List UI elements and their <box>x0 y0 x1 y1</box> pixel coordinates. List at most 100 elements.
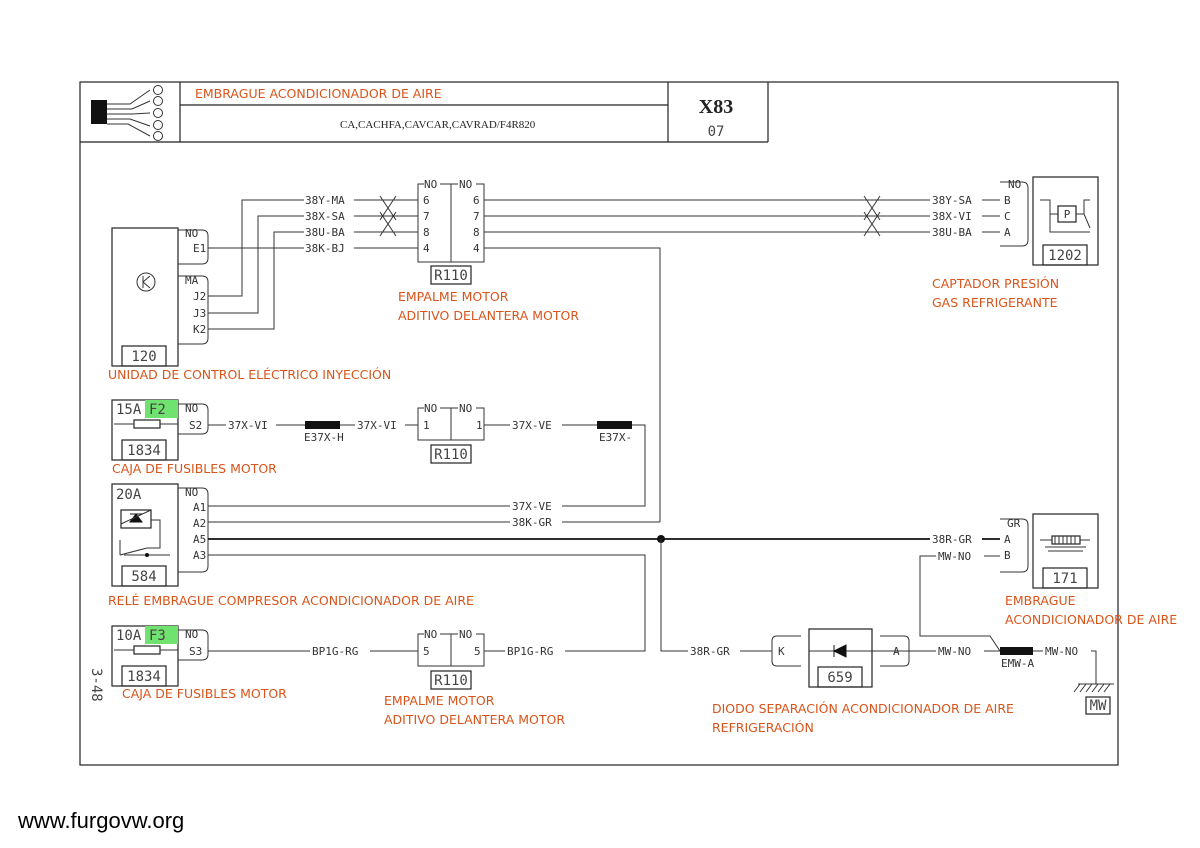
svg-text:NO: NO <box>424 402 437 415</box>
svg-text:B: B <box>1004 549 1011 562</box>
wire-38y-ma: 38Y-MA <box>305 194 345 207</box>
svg-text:GR: GR <box>1007 517 1021 530</box>
header-code: X83 <box>699 96 733 118</box>
fuse-f2-caption: CAJA DE FUSIBLES MOTOR <box>112 461 277 476</box>
splice-bot-caption2: ADITIVO DELANTERA MOTOR <box>384 712 565 727</box>
svg-text:10A: 10A <box>116 628 142 644</box>
wire-38k-bj: 38K-BJ <box>305 242 345 255</box>
wire-mw-no-c: MW-NO <box>1045 645 1078 658</box>
wires-ground <box>872 555 1114 715</box>
svg-text:NO: NO <box>185 402 198 415</box>
wire-38k-gr: 38K-GR <box>512 516 552 529</box>
wire-37x-vi-b: 37X-VI <box>357 419 397 432</box>
svg-text:A: A <box>1004 533 1011 546</box>
fuse-icon <box>133 419 161 429</box>
svg-text:C: C <box>1004 210 1011 223</box>
svg-text:7: 7 <box>423 210 430 223</box>
diode-caption1: DIODO SEPARACIÓN ACONDICIONADOR DE AIRE <box>712 701 1014 716</box>
svg-text:8: 8 <box>423 226 430 239</box>
fuse-box-f3: 10A F3 1834 NO S3 <box>111 625 209 687</box>
svg-text:1: 1 <box>423 419 430 432</box>
svg-text:1834: 1834 <box>127 669 161 685</box>
svg-text:F2: F2 <box>149 402 166 418</box>
clutch-caption1: EMBRAGUE <box>1005 593 1076 608</box>
svg-text:1834: 1834 <box>127 443 161 459</box>
wire-38x-sa: 38X-SA <box>305 210 345 223</box>
svg-text:5: 5 <box>474 645 481 658</box>
sensor-1202: 1202 NO B C A P <box>1000 176 1099 266</box>
splice-bot-caption1: EMPALME MOTOR <box>384 693 495 708</box>
svg-text:NO: NO <box>459 402 472 415</box>
svg-text:NO: NO <box>424 178 437 191</box>
wire-37x-ve-2: 37X-VE <box>512 500 552 513</box>
watermark: www.furgovw.org <box>17 808 184 833</box>
ecu-num: 120 <box>131 349 156 365</box>
svg-text:NO: NO <box>1008 178 1021 191</box>
wire-37x-ve: 37X-VE <box>512 419 552 432</box>
svg-text:K: K <box>778 645 785 658</box>
svg-text:F3: F3 <box>149 628 166 644</box>
wire-bp1g-rg-a: BP1G-RG <box>312 645 358 658</box>
connector-emw-a: EMW-A <box>1001 657 1034 670</box>
wire-38r-gr-2: 38R-GR <box>690 645 730 658</box>
page-ref: 3-48 <box>88 668 104 702</box>
svg-text:NO: NO <box>459 628 472 641</box>
svg-text:5: 5 <box>423 645 430 658</box>
splice-top-caption2: ADITIVO DELANTERA MOTOR <box>398 308 579 323</box>
svg-text:J2: J2 <box>193 290 206 303</box>
ground-label: MW <box>1090 698 1107 714</box>
header-subtitle: CA,CACHFA,CAVCAR,CAVRAD/F4R820 <box>340 119 536 131</box>
svg-text:A5: A5 <box>193 533 206 546</box>
fuse-f3-caption: CAJA DE FUSIBLES MOTOR <box>122 686 287 701</box>
ground-icon <box>1073 683 1114 693</box>
svg-text:4: 4 <box>423 242 430 255</box>
svg-text:15A: 15A <box>116 402 142 418</box>
svg-text:S2: S2 <box>189 419 202 432</box>
svg-text:584: 584 <box>131 569 156 585</box>
svg-text:20A: 20A <box>116 487 142 503</box>
header-rev: 07 <box>708 124 725 140</box>
svg-text:7: 7 <box>473 210 480 223</box>
wire-bp1g-rg-b: BP1G-RG <box>507 645 553 658</box>
svg-text:NO: NO <box>424 628 437 641</box>
ecu-120: 120 NO E1 MA J2 J3 K2 <box>111 227 209 367</box>
diode-icon <box>832 644 847 658</box>
svg-text:A2: A2 <box>193 517 206 530</box>
svg-text:K2: K2 <box>193 323 206 336</box>
svg-text:R110: R110 <box>434 447 468 463</box>
svg-text:4: 4 <box>473 242 480 255</box>
wire-38r-gr: 38R-GR <box>932 533 972 546</box>
svg-text:A1: A1 <box>193 501 206 514</box>
connector-logo-icon <box>91 85 163 141</box>
wires-relay <box>208 521 1000 652</box>
relay-584: 20A 584 NO A1 A2 A5 A3 <box>111 483 209 587</box>
svg-text:E1: E1 <box>193 242 206 255</box>
svg-text:B: B <box>1004 194 1011 207</box>
svg-text:NO: NO <box>459 178 472 191</box>
svg-text:6: 6 <box>473 194 480 207</box>
svg-text:1202: 1202 <box>1048 248 1082 264</box>
sensor-caption2: GAS REFRIGERANTE <box>932 295 1058 310</box>
svg-text:8: 8 <box>473 226 480 239</box>
wires-top-right <box>484 195 1000 522</box>
clutch-caption2: ACONDICIONADOR DE AIRE <box>1005 612 1177 627</box>
splice-bot-r110: NO NO 5 5 R110 <box>417 628 485 690</box>
svg-text:NO: NO <box>185 486 198 499</box>
clutch-171: 171 GR A B <box>1000 513 1099 589</box>
sensor-caption1: CAPTADOR PRESIÓN <box>932 276 1059 291</box>
fuse-box-f2: 15A F2 1834 NO S2 <box>111 399 209 461</box>
svg-text:1: 1 <box>476 419 483 432</box>
svg-text:MA: MA <box>185 274 199 287</box>
svg-text:R110: R110 <box>434 268 468 284</box>
diode-caption2: REFRIGERACIÓN <box>712 720 814 735</box>
diode-659: 659 K A <box>771 628 920 688</box>
wire-37x-vi-a: 37X-VI <box>228 419 268 432</box>
svg-text:A3: A3 <box>193 549 206 562</box>
svg-text:J3: J3 <box>193 307 206 320</box>
svg-text:659: 659 <box>827 670 852 686</box>
wire-38u-ba-2: 38U-BA <box>932 226 972 239</box>
fuse-icon <box>133 645 161 655</box>
wire-38u-ba: 38U-BA <box>305 226 345 239</box>
splice-top-caption1: EMPALME MOTOR <box>398 289 509 304</box>
